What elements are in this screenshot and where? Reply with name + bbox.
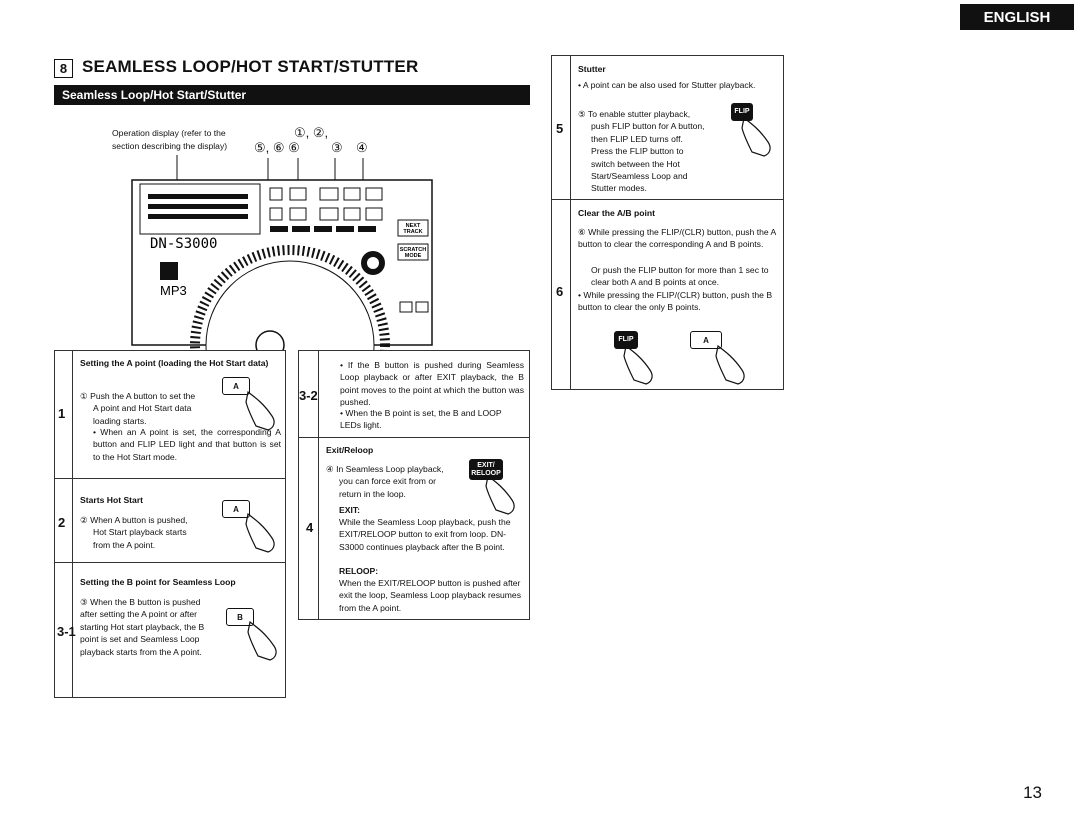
flip-button-illustration-2: FLIP: [614, 331, 638, 349]
left-steps-table: [54, 350, 286, 698]
step-3-1-text: ③ When the B button is pushed after sett…: [80, 597, 205, 657]
step-3-2-number: 3-2: [299, 388, 318, 403]
diagram-caption: Operation display (refer to the section …: [112, 128, 228, 151]
callout-3: ③: [331, 140, 343, 155]
middle-steps-table: [298, 350, 530, 620]
exit-heading: EXIT:: [339, 505, 361, 515]
step-4-heading: Exit/Reloop: [326, 445, 374, 455]
step-6-text-3: • While pressing the FLIP/(CLR) button, …: [578, 290, 773, 313]
callout-5-6: ⑤, ⑥ ⑥: [254, 140, 300, 155]
section-number: 8: [54, 59, 73, 78]
step-3-2-bullet-1: • If the B button is pushed during Seaml…: [340, 360, 524, 408]
exit-reloop-button-illustration: EXIT/ RELOOP: [469, 459, 503, 480]
step-4-number: 4: [306, 520, 314, 535]
reloop-text: When the EXIT/RELOOP button is pushed af…: [339, 578, 522, 613]
step-1-text: ① Push the A button to set the A point a…: [80, 391, 196, 426]
hand-press-icon: [623, 344, 653, 385]
step-2-heading: Starts Hot Start: [80, 495, 144, 505]
callout-4: ④: [356, 140, 368, 155]
step-3-2-bullet-2: • When the B point is set, the B and LOO…: [340, 408, 502, 431]
exit-text: While the Seamless Loop playback, push t…: [339, 517, 511, 552]
model-name: DN-S3000: [150, 236, 217, 252]
reloop-heading: RELOOP:: [339, 566, 379, 576]
callout-1-2: ①, ②,: [294, 125, 329, 140]
hand-press-icon: [485, 474, 515, 515]
step-1-heading: Setting the A point (loading the Hot Sta…: [80, 358, 269, 368]
hand-press-icon: [715, 344, 745, 385]
step-5-bullet: • A point can be also used for Stutter p…: [578, 80, 756, 90]
a-button-illustration-3: A: [690, 331, 722, 349]
step-3-1-heading: Setting the B point for Seamless Loop: [80, 577, 236, 587]
subsection-bar: Seamless Loop/Hot Start/Stutter: [54, 85, 530, 105]
step-5-heading: Stutter: [578, 64, 606, 74]
track-label: TRACK: [403, 229, 422, 235]
a-button-illustration: A: [222, 377, 250, 395]
step-6-text-1: ⑥ While pressing the FLIP/(CLR) button, …: [578, 227, 776, 250]
step-5-text: ⑤ To enable stutter playback, push FLIP …: [578, 109, 705, 194]
page-number: 13: [1023, 783, 1042, 802]
scratch-label: SCRATCH: [400, 247, 427, 253]
step-6-heading: Clear the A/B point: [578, 208, 656, 218]
step-6-text-2: Or push the FLIP button for more than 1 …: [591, 265, 769, 288]
step-1-bullet: • When an A point is set, the correspond…: [93, 427, 281, 462]
step-2-number: 2: [58, 515, 66, 530]
b-button-illustration: B: [226, 608, 254, 626]
flip-button-illustration: FLIP: [731, 103, 753, 121]
step-2-text: ② When A button is pushed, Hot Start pla…: [80, 515, 188, 550]
step-3-1-number: 3-1: [57, 624, 76, 639]
step-4-text: ④ In Seamless Loop playback, you can for…: [326, 464, 444, 499]
dn-s3000-device-illustration: NEXT TRACK SCRATCH MODE DN-S3000 MP3: [131, 155, 433, 350]
hand-press-icon: [247, 620, 277, 661]
hand-press-icon: [245, 512, 275, 553]
hand-press-icon: [245, 390, 275, 431]
language-tab: ENGLISH: [960, 4, 1074, 30]
mode-label: MODE: [405, 253, 422, 259]
mp3-logo: MP3: [160, 283, 187, 298]
step-1-number: 1: [58, 406, 66, 421]
step-6-number: 6: [556, 284, 564, 299]
a-button-illustration-2: A: [222, 500, 250, 518]
section-title: SEAMLESS LOOP/HOT START/STUTTER: [82, 57, 419, 76]
hand-press-icon: [741, 116, 771, 157]
right-steps-table: [551, 55, 784, 390]
step-5-number: 5: [556, 121, 564, 136]
next-label: NEXT: [406, 223, 421, 229]
